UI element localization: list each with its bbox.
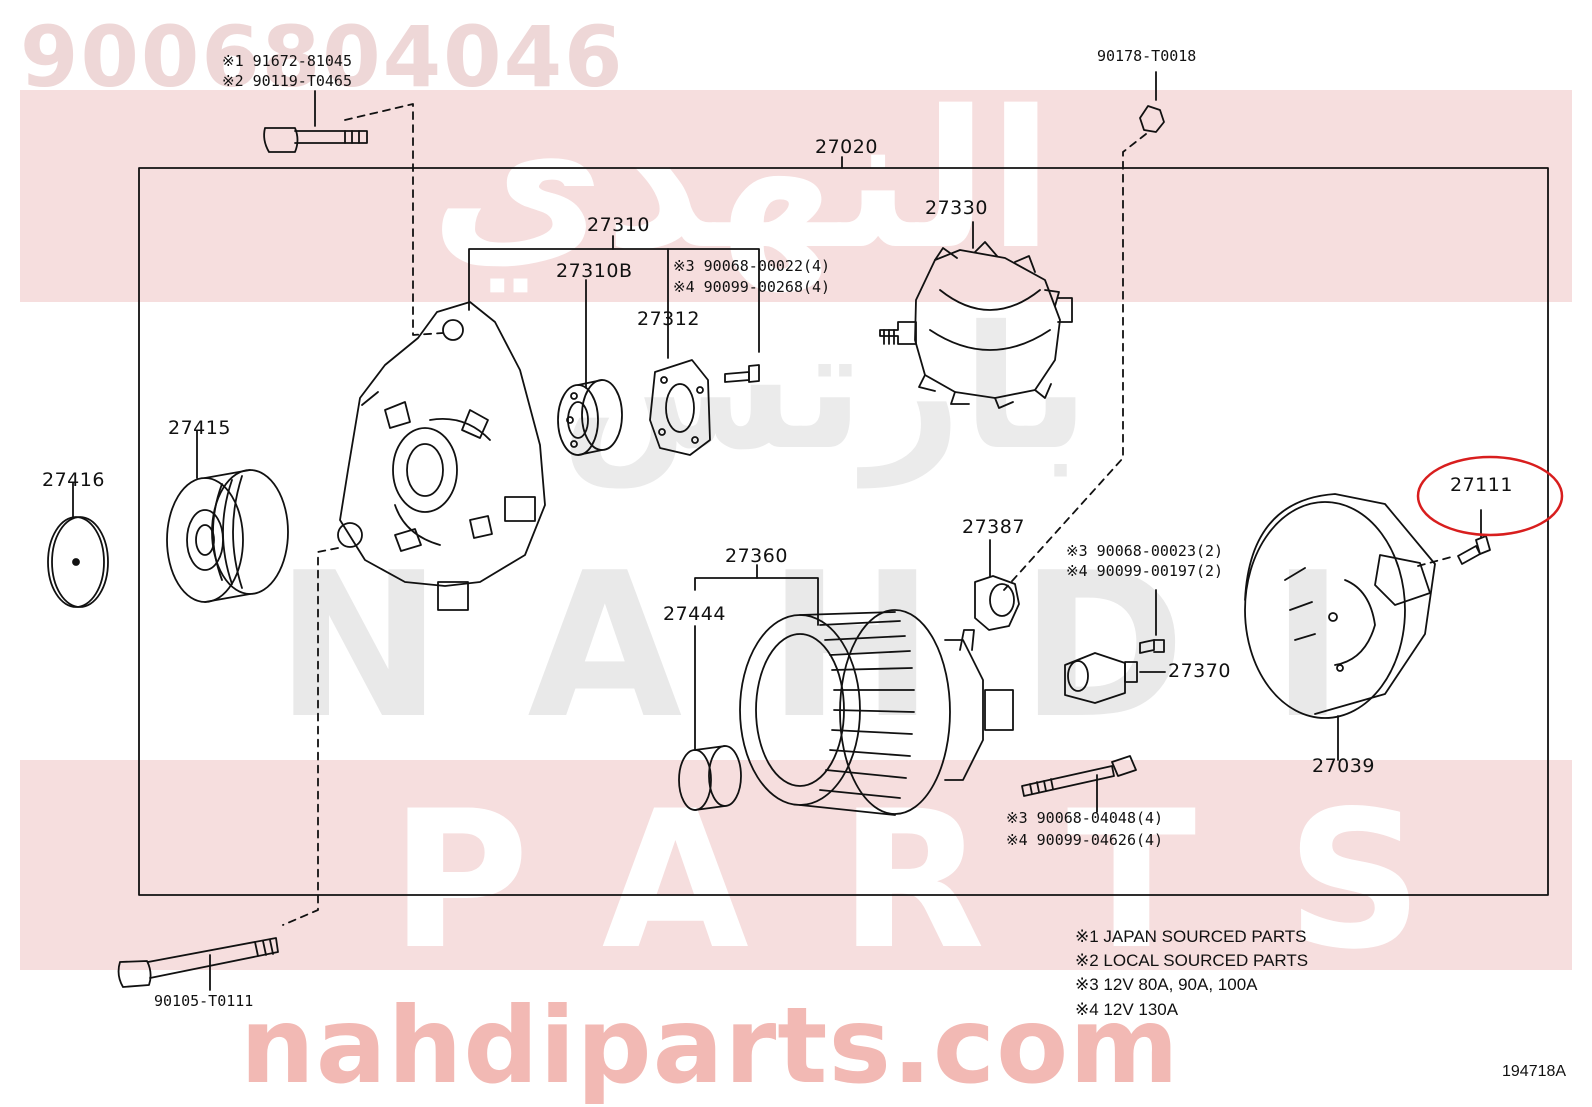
nut-label-top: 90178-T0018 [1097,47,1197,65]
bearing-icon [557,379,623,456]
retainer-plate-icon [649,359,711,456]
bolt-label-top-left-2: ※2 90119-T0465 [222,72,352,90]
part-label-27111[interactable]: 27111 [1450,474,1513,496]
pulley-icon [166,430,289,603]
regulator-icon [1064,652,1166,704]
watermark-band-top [20,90,1572,302]
screw-label-bearing-2: ※4 90099-00268(4) [673,278,831,296]
rear-cover-icon [1244,493,1436,761]
brush-holder-icon [974,539,1020,631]
bolt-label-through-1: ※3 90068-04048(4) [1006,809,1164,827]
note-3: ※3 12V 80A, 90A, 100A [1075,975,1258,994]
part-label-27360: 27360 [725,545,788,567]
part-label-27310b: 27310B [556,260,633,282]
screw-rear-icon [1457,509,1491,565]
part-label-27370: 27370 [1168,660,1231,682]
bolt-top-left-icon [263,90,368,153]
part-label-27415: 27415 [168,417,231,439]
screw-label-brush-2: ※4 90099-00197(2) [1066,562,1224,580]
assembly-frame [138,167,1549,896]
part-label-27444: 27444 [663,603,726,625]
part-label-27039: 27039 [1312,755,1375,777]
screw-regulator-icon [1139,589,1165,654]
bolt-label-through-2: ※4 90099-04626(4) [1006,831,1164,849]
note-1: ※1 JAPAN SOURCED PARTS [1075,927,1307,946]
figure-code: 194718A [1502,1063,1567,1080]
stator-icon [694,564,1014,816]
screw-bearing-icon [724,364,760,383]
front-housing-icon [337,301,546,611]
part-label-27312: 27312 [637,308,700,330]
screw-label-bearing-1: ※3 90068-00022(4) [673,257,831,275]
note-4: ※4 12V 130A [1075,1000,1179,1019]
watermark-band-bottom [20,760,1572,970]
bushing-icon [678,625,742,811]
part-label-27330: 27330 [925,197,988,219]
nut-top-icon [1139,71,1165,133]
assembly-label: 27020 [815,136,878,158]
cap-icon [47,482,109,608]
rotor-icon [879,221,1073,409]
screw-label-brush-1: ※3 90068-00023(2) [1066,542,1224,560]
through-bolt-icon [1021,755,1137,813]
bolt-bottom-left-icon [117,937,279,991]
part-label-27310: 27310 [587,214,650,236]
note-2: ※2 LOCAL SOURCED PARTS [1075,951,1309,970]
part-label-27416: 27416 [42,469,105,491]
highlight-ring [1416,455,1564,537]
bolt-label-top-left-1: ※1 91672-81045 [222,52,352,70]
bolt-label-bottom-left: 90105-T0111 [154,992,254,1010]
part-label-27387: 27387 [962,516,1025,538]
